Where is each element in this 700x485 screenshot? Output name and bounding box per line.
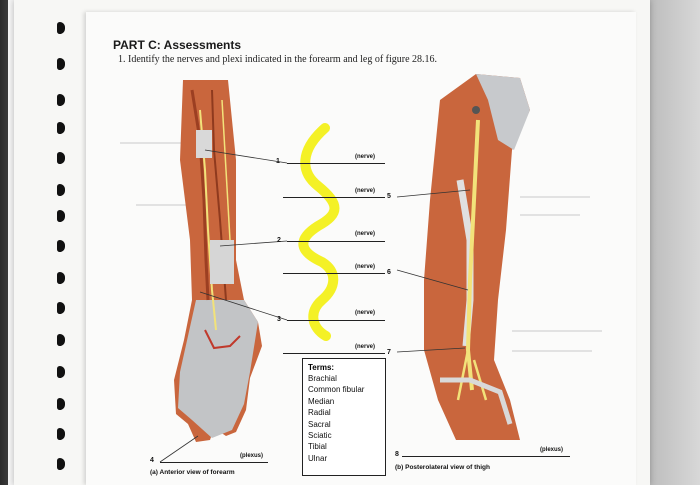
thigh-illustration — [424, 74, 530, 440]
blank-5-hint: (nerve) — [355, 188, 376, 194]
blank-8-hint: (plexus) — [540, 447, 564, 453]
blank-3-hint: (nerve) — [355, 310, 376, 316]
blank-7-hint: (nerve) — [355, 344, 376, 350]
highlighter-mark — [298, 123, 340, 341]
term-item: Radial — [308, 408, 331, 418]
blank-1[interactable] — [287, 163, 385, 164]
blank-4-hint: (plexus) — [240, 453, 264, 459]
right-shadow — [650, 0, 700, 485]
term-item: Common fibular — [308, 385, 365, 395]
caption-forearm: (a) Anterior view of forearm — [150, 469, 235, 476]
blank-2-hint: (nerve) — [355, 231, 376, 237]
blank-1-hint: (nerve) — [355, 154, 376, 160]
blank-6[interactable] — [283, 273, 385, 274]
terms-box: Terms: Brachial Common fibular Median Ra… — [302, 358, 386, 476]
label-number-5: 5 — [387, 193, 391, 200]
term-item: Brachial — [308, 374, 337, 383]
blank-7[interactable] — [283, 353, 385, 354]
label-number-1: 1 — [276, 158, 280, 165]
terms-heading: Terms: — [308, 363, 335, 372]
blank-5[interactable] — [283, 197, 385, 198]
term-item: Ulnar — [308, 453, 328, 463]
term-item: Sacral — [308, 419, 331, 429]
leader-lines — [159, 149, 471, 463]
label-number-8: 8 — [395, 451, 399, 458]
blank-3[interactable] — [287, 320, 385, 321]
forearm-illustration — [174, 80, 262, 442]
label-number-3: 3 — [277, 316, 281, 323]
label-number-2: 2 — [277, 237, 281, 244]
label-number-7: 7 — [387, 349, 391, 356]
question-text: 1. Identify the nerves and plexi indicat… — [118, 54, 438, 65]
blank-8[interactable] — [402, 456, 570, 457]
blank-2[interactable] — [287, 241, 385, 242]
blank-4[interactable] — [160, 462, 268, 463]
term-item: Tibial — [308, 442, 327, 452]
label-number-4: 4 — [150, 457, 154, 464]
term-item: Sciatic — [308, 431, 332, 441]
label-number-6: 6 — [387, 269, 391, 276]
term-item: Median — [308, 396, 335, 406]
blank-6-hint: (nerve) — [355, 264, 376, 270]
caption-thigh: (b) Posterolateral view of thigh — [395, 464, 490, 471]
page-title: PART C: Assessments — [113, 38, 242, 52]
